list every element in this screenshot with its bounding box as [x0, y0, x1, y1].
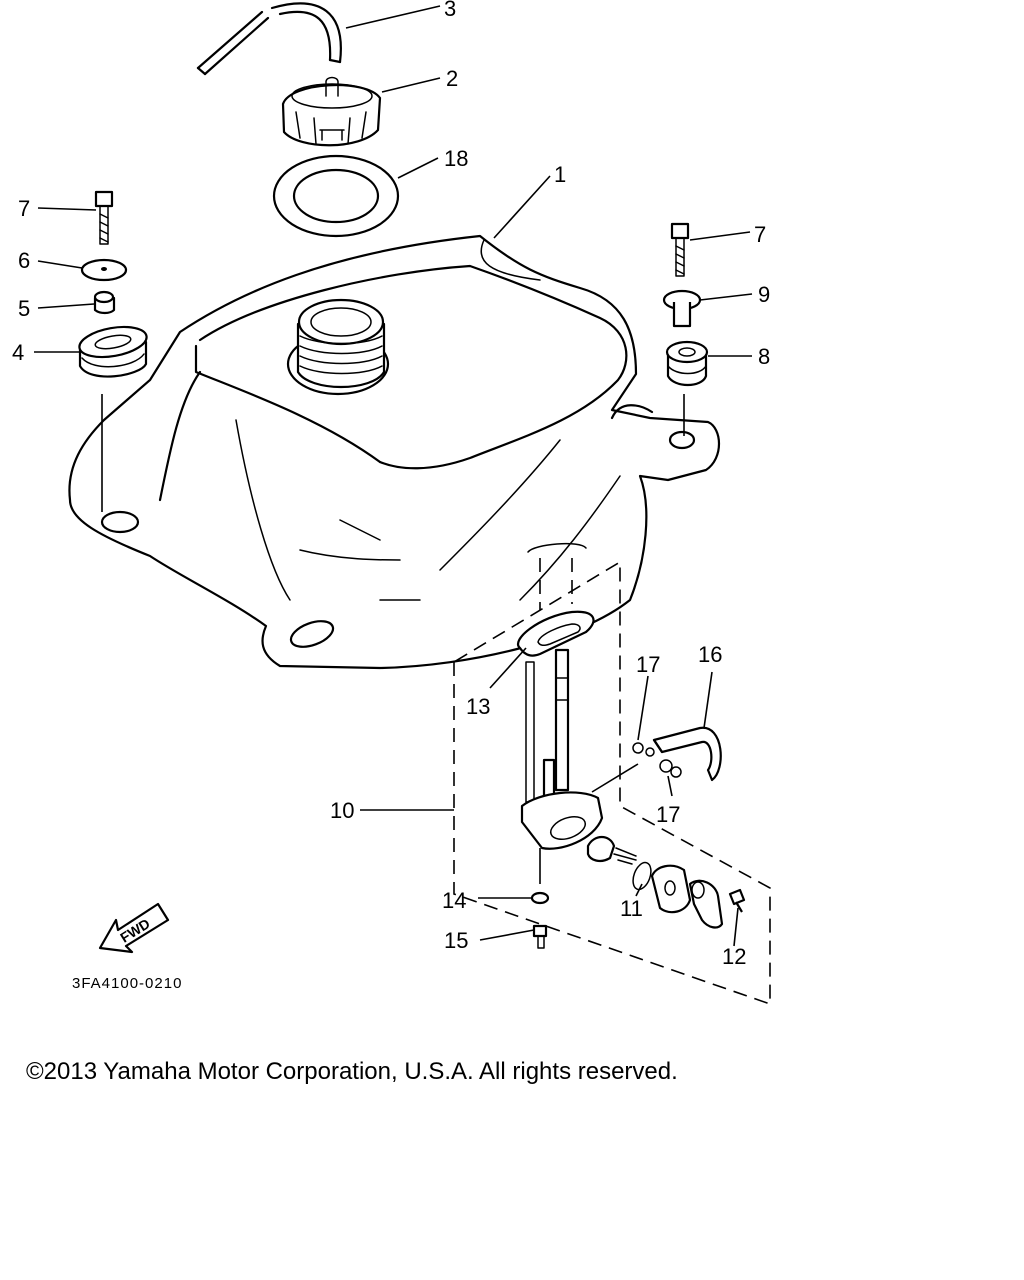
callout-2: 2	[446, 66, 458, 91]
callout-6: 6	[18, 248, 30, 273]
leader-lines	[34, 5, 753, 947]
callout-17-top: 17	[636, 652, 660, 677]
right-mount-hardware	[662, 222, 709, 436]
fuel-tank-part-1	[68, 234, 720, 670]
breather-hose-part-3	[196, 2, 342, 76]
callout-labels: 3 2 18 1 7 6 5 4 7 9 8 10 13 17 16 17 11…	[12, 0, 770, 969]
left-mount-hardware	[78, 190, 148, 512]
callout-12: 12	[722, 944, 746, 969]
part-code: 3FA4100-0210	[72, 975, 182, 992]
callout-17-bottom: 17	[656, 802, 680, 827]
callout-9: 9	[758, 282, 770, 307]
cap-gasket-part-18	[272, 154, 400, 238]
callout-15: 15	[444, 928, 468, 953]
copyright-notice: ©2013 Yamaha Motor Corporation, U.S.A. A…	[26, 1058, 678, 1085]
callout-3: 3	[444, 0, 456, 21]
callout-8: 8	[758, 344, 770, 369]
callout-4: 4	[12, 340, 24, 365]
hose-clips-part-17	[632, 742, 682, 778]
callout-18: 18	[444, 146, 468, 171]
forward-direction-arrow-icon: FWD	[98, 902, 170, 954]
callout-7-right: 7	[754, 222, 766, 247]
fuel-tank-exploded-diagram: FWD 3 2 18 1 7 6 5 4 7 9 8 10	[12, 0, 771, 1006]
callout-11: 11	[620, 896, 643, 921]
fuel-cap-part-2	[281, 76, 382, 147]
screw-part-15	[532, 924, 548, 949]
fuel-cock-assembly-part-10	[453, 542, 771, 1006]
callout-13: 13	[466, 694, 490, 719]
callout-5: 5	[18, 296, 30, 321]
fuel-hose-part-16	[652, 726, 722, 782]
washer-part-14	[530, 891, 550, 905]
callout-14: 14	[442, 888, 466, 913]
callout-7-left: 7	[18, 196, 30, 221]
callout-1: 1	[554, 162, 566, 187]
callout-16: 16	[698, 642, 722, 667]
callout-10: 10	[330, 798, 354, 823]
